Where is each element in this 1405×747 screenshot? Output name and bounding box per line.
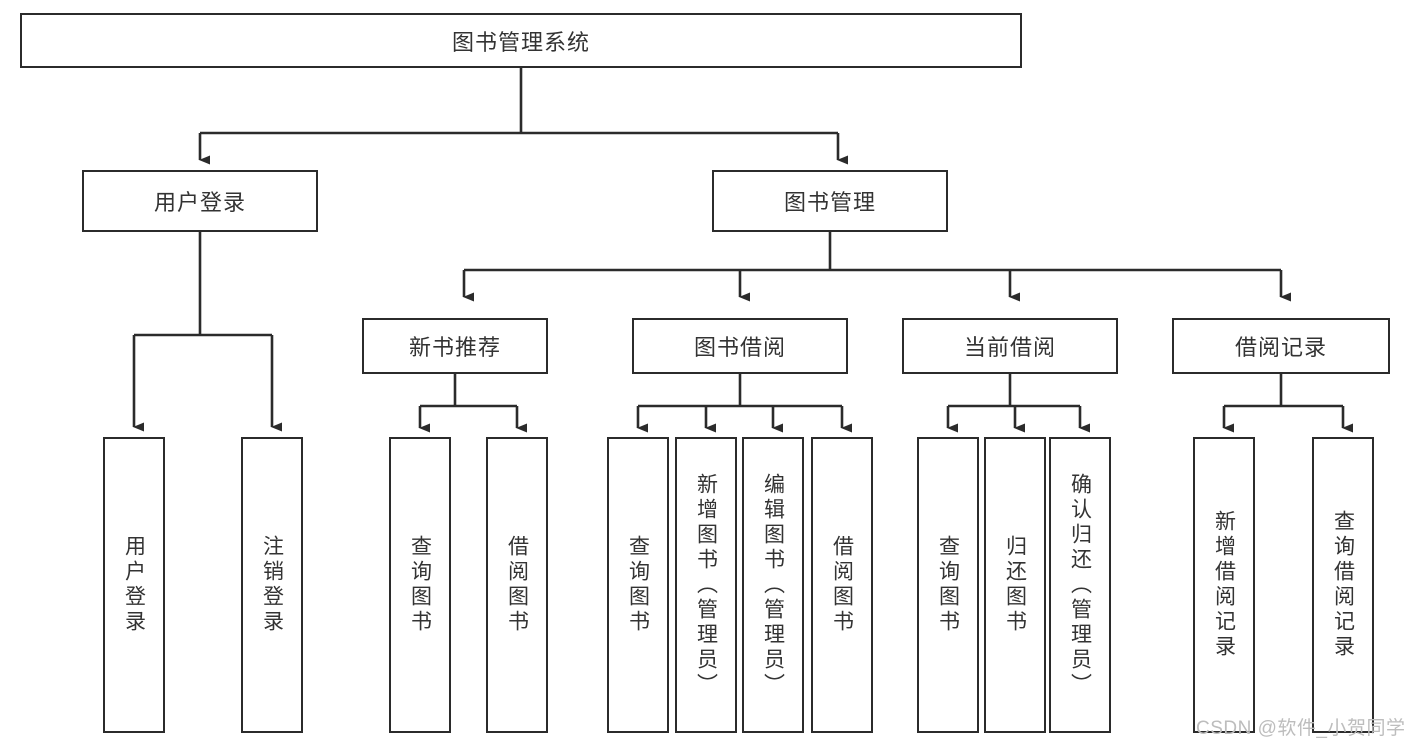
leaf-query-book-current-label: 查询图书: [936, 535, 960, 635]
leaf-query-book-recommend-label: 查询图书: [408, 535, 432, 635]
leaf-borrow-book-recommend[interactable]: 借阅图书: [486, 437, 548, 733]
node-current-borrow-label: 当前借阅: [963, 335, 1056, 360]
leaf-query-borrow-record-label: 查询借阅记录: [1331, 510, 1355, 660]
node-book-borrow-label: 图书借阅: [693, 335, 786, 360]
leaf-query-book-current[interactable]: 查询图书: [917, 437, 979, 733]
leaf-edit-book-admin-label: 编辑图书（管理员）: [761, 472, 785, 698]
leaf-add-book-admin[interactable]: 新增图书（管理员）: [675, 437, 737, 733]
leaf-confirm-return-admin-label: 确认归还（管理员）: [1068, 472, 1092, 698]
leaf-borrow-book-label: 借阅图书: [830, 535, 854, 635]
node-user-login[interactable]: 用户登录: [82, 170, 318, 232]
leaf-logout-label: 注销登录: [260, 535, 284, 635]
csdn-watermark: CSDN @软件_小贺同学: [1196, 718, 1405, 739]
leaf-return-book[interactable]: 归还图书: [984, 437, 1046, 733]
leaf-confirm-return-admin[interactable]: 确认归还（管理员）: [1049, 437, 1111, 733]
leaf-user-login-label: 用户登录: [122, 535, 146, 635]
node-book-management-label: 图书管理: [783, 190, 876, 215]
node-new-book-recommend[interactable]: 新书推荐: [362, 318, 548, 374]
leaf-query-book-recommend[interactable]: 查询图书: [389, 437, 451, 733]
leaf-borrow-book[interactable]: 借阅图书: [811, 437, 873, 733]
leaf-query-borrow-record[interactable]: 查询借阅记录: [1312, 437, 1374, 733]
leaf-edit-book-admin[interactable]: 编辑图书（管理员）: [742, 437, 804, 733]
node-borrow-record-label: 借阅记录: [1234, 335, 1327, 360]
node-borrow-record[interactable]: 借阅记录: [1172, 318, 1390, 374]
node-book-management[interactable]: 图书管理: [712, 170, 948, 232]
leaf-query-book-borrow-label: 查询图书: [626, 535, 650, 635]
node-root-label: 图书管理系统: [451, 29, 590, 55]
node-book-borrow[interactable]: 图书借阅: [632, 318, 848, 374]
leaf-logout[interactable]: 注销登录: [241, 437, 303, 733]
node-new-book-recommend-label: 新书推荐: [408, 335, 501, 360]
leaf-return-book-label: 归还图书: [1003, 535, 1027, 635]
leaf-user-login[interactable]: 用户登录: [103, 437, 165, 733]
leaf-add-book-admin-label: 新增图书（管理员）: [694, 472, 718, 698]
leaf-query-book-borrow[interactable]: 查询图书: [607, 437, 669, 733]
node-current-borrow[interactable]: 当前借阅: [902, 318, 1118, 374]
node-root[interactable]: 图书管理系统: [20, 13, 1022, 68]
leaf-add-borrow-record-label: 新增借阅记录: [1212, 510, 1236, 660]
leaf-borrow-book-recommend-label: 借阅图书: [505, 535, 529, 635]
leaf-add-borrow-record[interactable]: 新增借阅记录: [1193, 437, 1255, 733]
node-user-login-label: 用户登录: [153, 190, 246, 215]
